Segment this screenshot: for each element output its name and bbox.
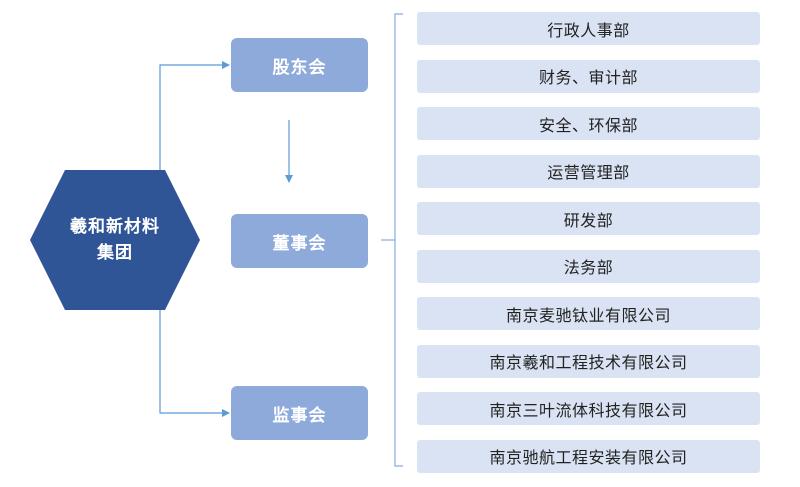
department-item: 安全、环保部 — [417, 107, 760, 140]
department-bracket — [394, 13, 403, 467]
group-hexagon — [30, 170, 200, 310]
department-item: 行政人事部 — [417, 12, 760, 45]
shareholders-label: 股东会 — [272, 57, 327, 78]
group-label: 羲和新材料 集团 — [30, 170, 200, 310]
board-box: 董事会 — [231, 214, 368, 268]
department-item: 财务、审计部 — [417, 59, 760, 93]
supervisors-box: 监事会 — [231, 386, 368, 440]
connector-group-to-shareholders — [159, 61, 230, 170]
board-label: 董事会 — [272, 233, 327, 254]
department-item: 研发部 — [417, 202, 760, 235]
department-item: 南京三叶流体科技有限公司 — [417, 392, 760, 425]
connector-group-to-supervisors — [159, 310, 230, 417]
group-name-line1: 羲和新材料 — [70, 217, 160, 237]
department-item: 运营管理部 — [417, 154, 760, 188]
supervisors-label: 监事会 — [272, 405, 327, 426]
department-item: 法务部 — [417, 249, 760, 283]
department-item: 南京羲和工程技术有限公司 — [417, 344, 760, 378]
shareholders-box: 股东会 — [231, 38, 368, 92]
group-name-line2: 集团 — [97, 243, 133, 263]
department-list: 行政人事部 财务、审计部 安全、环保部 运营管理部 研发部 法务部 南京麦驰钛业… — [417, 12, 760, 487]
department-item: 南京驰航工程安装有限公司 — [417, 439, 760, 473]
department-item: 南京麦驰钛业有限公司 — [417, 297, 760, 330]
